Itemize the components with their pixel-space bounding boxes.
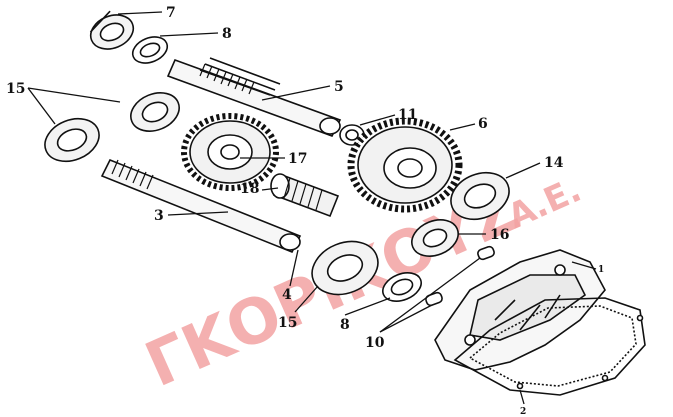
callout-7: 7	[166, 5, 176, 21]
callout-18: 18	[240, 181, 259, 197]
shaft-3	[100, 158, 302, 254]
callout-4: 4	[282, 287, 292, 303]
gear-17	[181, 113, 279, 191]
callouts: 7 8 15 5 11 6 17 18 14 3 16 4 15 8 10 1 …	[6, 5, 604, 417]
callout-15-lower: 15	[278, 315, 297, 331]
callout-8-lower: 8	[340, 317, 350, 333]
callout-8: 8	[222, 26, 232, 42]
bearing-15-lower	[311, 240, 379, 296]
dowel-pins-10	[425, 245, 495, 307]
bearing-7	[89, 10, 135, 50]
callout-3: 3	[154, 208, 164, 224]
callout-16: 16	[490, 227, 509, 243]
callout-1: 1	[598, 265, 604, 275]
callout-14: 14	[544, 155, 564, 171]
callout-11: 11	[398, 107, 417, 123]
callout-17: 17	[288, 151, 307, 167]
leader-lines	[27, 11, 597, 405]
callout-5: 5	[334, 79, 344, 95]
washer-8-top	[131, 36, 169, 64]
callout-2: 2	[520, 407, 526, 417]
watermark-suffix: Α.Ε.	[502, 170, 587, 237]
callout-6: 6	[478, 116, 488, 132]
bearing-15-upper	[130, 92, 180, 132]
callout-10: 10	[365, 335, 385, 351]
gasket-2	[453, 297, 646, 396]
bearing-15-left	[44, 117, 100, 163]
bearing-16	[411, 219, 459, 257]
callout-15-upper: 15	[6, 81, 25, 97]
bearing-14	[450, 171, 510, 221]
shaft-5	[166, 57, 342, 137]
washer-8-lower	[382, 272, 422, 302]
gear-18	[270, 173, 340, 218]
gear-6	[347, 117, 463, 213]
